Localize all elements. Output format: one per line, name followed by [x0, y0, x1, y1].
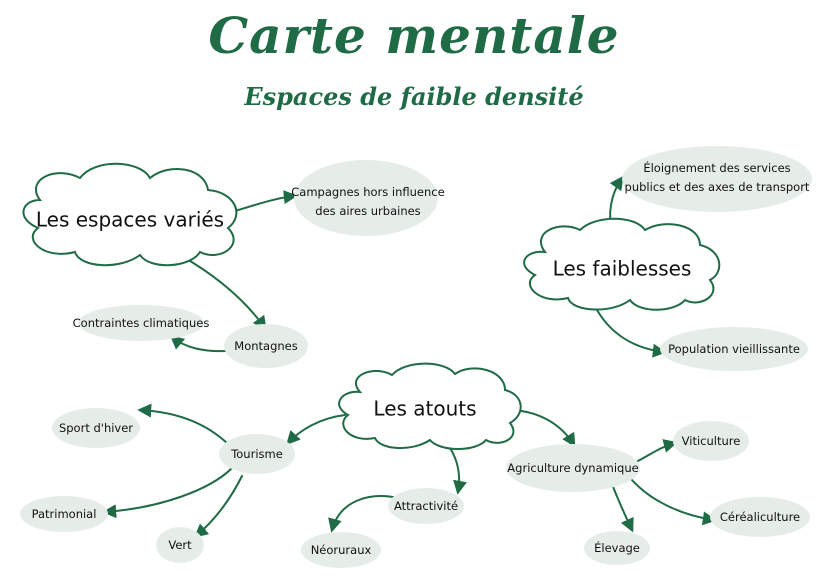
node-label-contraintes: Contraintes climatiques [73, 316, 210, 330]
node-label-vert: Vert [168, 538, 192, 552]
node-label-sport: Sport d'hiver [59, 421, 133, 435]
node-label-viticulture: Viticulture [682, 434, 741, 448]
link-agriculture-viticulture [635, 439, 678, 463]
cloud-label-faiblesses: Les faiblesses [553, 257, 692, 281]
node-label-montagnes: Montagnes [234, 339, 297, 353]
node-label-attractivite: Attractivité [394, 499, 458, 513]
node-label-eloignement-2: publics et des axes de transport [625, 180, 810, 194]
link-tourisme-patrimonial [102, 467, 233, 519]
node-agriculture-bg [506, 444, 640, 492]
cloud-espaces-varies [22, 162, 238, 267]
node-label-neoruraux: Néoruraux [311, 543, 372, 557]
node-contraintes-bg [78, 305, 204, 341]
link-espaces-montagnes [179, 254, 267, 331]
node-neoruraux-bg [301, 532, 381, 568]
cloud-label-atouts: Les atouts [373, 397, 476, 421]
node-viticulture-bg [673, 421, 749, 461]
node-tourisme-bg [219, 434, 295, 474]
link-espaces-campagnes [231, 190, 298, 213]
node-eloignement-bg [622, 146, 812, 212]
link-tourisme-sport [137, 403, 233, 449]
node-label-elevage: Élevage [594, 540, 640, 555]
link-attractivite-neoruraux [328, 495, 399, 533]
node-attractivite-bg [388, 488, 464, 524]
link-agriculture-elevage [611, 483, 634, 533]
node-patrimonial-bg [20, 496, 108, 532]
node-elevage-bg [584, 531, 650, 565]
cloud-faiblesses [523, 217, 721, 311]
node-label-eloignement-1: Éloignement des services [643, 160, 790, 175]
node-campagnes-bg [294, 160, 438, 236]
map-title: Carte mentale [208, 6, 620, 65]
node-label-campagnes-1: Campagnes hors influence [291, 185, 444, 199]
map-subtitle: Espaces de faible densité [244, 82, 584, 111]
node-label-agriculture: Agriculture dynamique [507, 461, 638, 475]
cloud-atouts [338, 362, 522, 450]
node-label-tourisme: Tourisme [230, 447, 283, 461]
node-label-patrimonial: Patrimonial [32, 507, 97, 521]
cloud-label-espaces: Les espaces variés [36, 208, 224, 232]
link-agriculture-cerealiculture [631, 479, 717, 526]
node-sport-bg [52, 408, 140, 448]
link-tourisme-vert [193, 475, 243, 538]
node-montagnes-bg [224, 324, 308, 368]
node-vert-bg [156, 527, 204, 563]
link-montagnes-contraintes [169, 335, 227, 353]
node-label-cerealiculture: Céréaliculture [720, 510, 800, 524]
node-cerealiculture-bg [710, 497, 810, 537]
link-atouts-tourisme [286, 414, 346, 446]
node-population-bg [660, 327, 808, 371]
node-label-campagnes-2: des aires urbaines [315, 204, 420, 218]
node-label-population: Population vieillissante [668, 342, 800, 356]
